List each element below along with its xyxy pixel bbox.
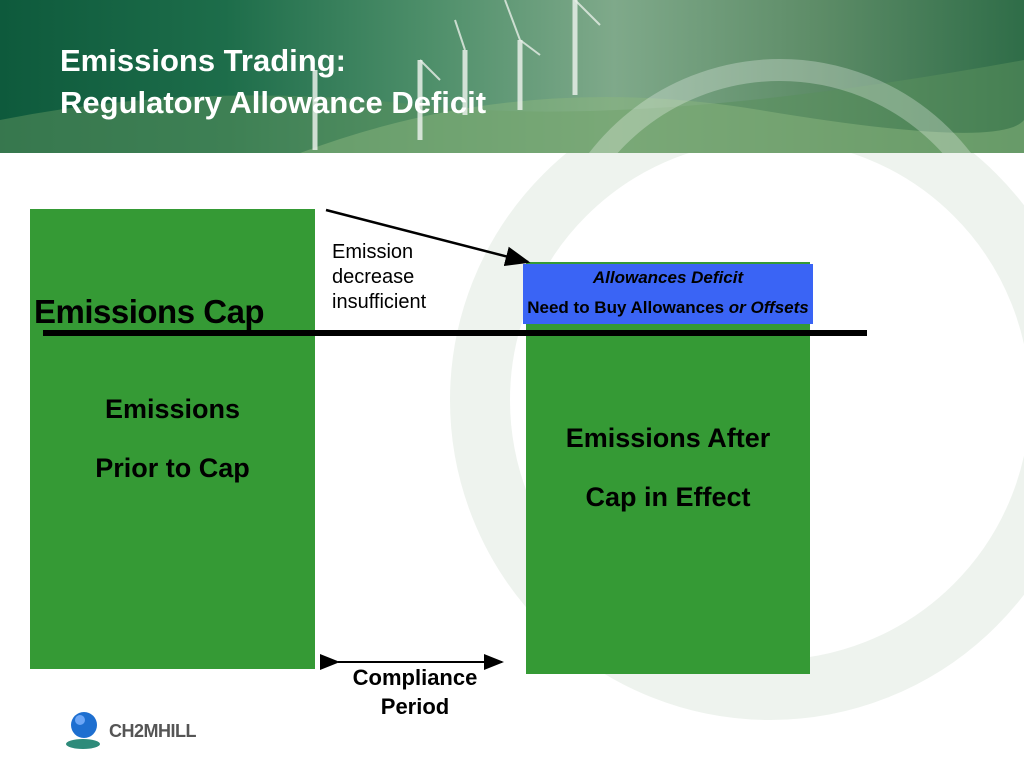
emissions-prior-bar: Emissions Prior to Cap [30, 209, 315, 669]
globe-logo-icon [66, 712, 100, 749]
left-bar-label-1: Emissions [104, 394, 241, 424]
wind-turbine-landscape [0, 0, 1024, 153]
deficit-text-italic: or Offsets [728, 298, 809, 317]
title-line-1: Emissions Trading: [60, 43, 346, 78]
right-bar-label-1: Emissions After [565, 423, 771, 453]
title-line-2: Regulatory Allowance Deficit [60, 85, 487, 120]
deficit-title: Allowances Deficit [592, 268, 744, 287]
company-logo-text: CH2MHILL [109, 721, 197, 741]
annotation-line-3: insufficient [332, 291, 427, 313]
slide-title: Emissions Trading: Regulatory Allowance … [60, 40, 486, 124]
decrease-arrow [325, 208, 531, 267]
annotation-line-1: Emission [332, 241, 414, 263]
emissions-cap-line [43, 330, 867, 336]
compliance-period-label: Compliance Period [330, 663, 500, 721]
header-banner: Emissions Trading: Regulatory Allowance … [0, 0, 1024, 153]
deficit-text: Need to Buy Allowances or Offsets [505, 298, 831, 318]
annotation-line-2: decrease [332, 266, 415, 288]
period-line-2: Period [380, 694, 450, 719]
deficit-text-regular: Need to Buy Allowances [527, 298, 729, 317]
decrease-annotation: Emission decrease insufficient [332, 240, 426, 315]
left-bar-label-2: Prior to Cap [95, 453, 250, 483]
allowances-deficit-box [523, 264, 813, 324]
right-bar-label-2: Cap in Effect [585, 482, 751, 512]
period-line-1: Compliance [352, 665, 478, 690]
emissions-cap-label: Emissions Cap [34, 293, 265, 330]
